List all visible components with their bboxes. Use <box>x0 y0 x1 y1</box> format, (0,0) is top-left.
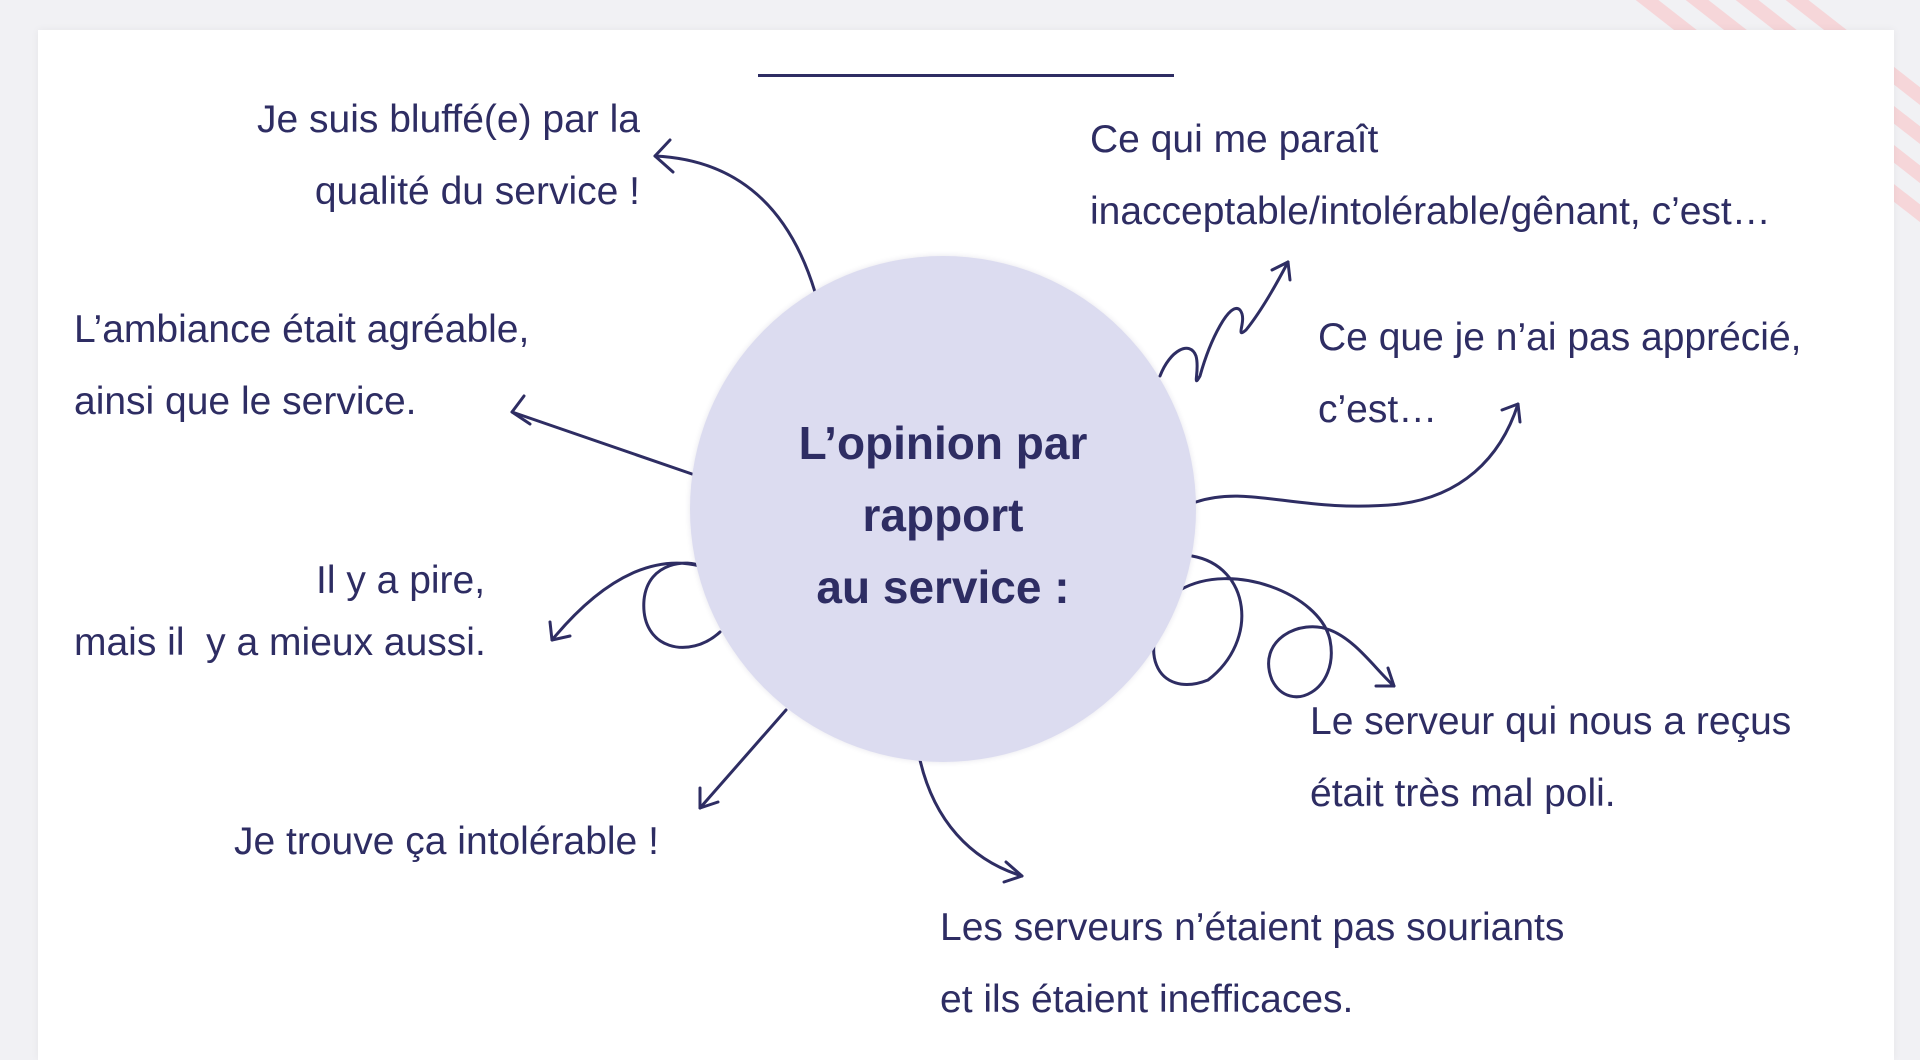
arrow-serveur <box>1152 554 1396 699</box>
title-underline <box>758 74 1174 77</box>
central-topic-circle: L’opinion par rapport au service : <box>690 256 1196 762</box>
opinion-line: Je suis bluffé(e) par la <box>257 98 640 141</box>
central-topic-line: au service : <box>816 561 1070 613</box>
opinion-line: c’est… <box>1318 388 1438 431</box>
arrow-intolerable <box>698 708 788 810</box>
opinion-line: Je trouve ça intolérable ! <box>234 820 659 863</box>
arrow-inacceptable <box>1158 260 1292 383</box>
arrow-pas-apprecie <box>1194 402 1522 508</box>
opinion-line: était très mal poli. <box>1310 772 1616 815</box>
opinion-line: inacceptable/intolérable/gênant, c’est… <box>1090 190 1771 233</box>
opinion-bluffe: Je suis bluffé(e) par la qualité du serv… <box>220 84 640 228</box>
arrow-ambiance <box>510 394 694 476</box>
central-topic-line: rapport <box>862 489 1024 541</box>
central-topic-line: L’opinion par <box>798 417 1088 469</box>
opinion-line: Les serveurs n’étaient pas souriants <box>940 906 1565 949</box>
opinion-line: Il y a pire, <box>316 559 486 602</box>
opinion-pire: Il y a pire, mais il y a mieux aussi. <box>74 550 520 674</box>
opinion-line: mais il y a mieux aussi. <box>74 621 486 664</box>
opinion-line: et ils étaient inefficaces. <box>940 978 1354 1021</box>
opinion-line: Ce qui me paraît <box>1090 118 1379 161</box>
opinion-ambiance: L’ambiance était agréable, ainsi que le … <box>74 294 529 438</box>
opinion-line: L’ambiance était agréable, <box>74 308 530 351</box>
opinion-intolerable: Je trouve ça intolérable ! <box>234 806 659 878</box>
opinion-line: ainsi que le service. <box>74 380 417 423</box>
opinion-line: Ce que je n’ai pas apprécié, <box>1318 316 1802 359</box>
opinion-serveurs: Les serveurs n’étaient pas souriants et … <box>940 892 1564 1036</box>
central-topic-title: L’opinion par rapport au service : <box>799 407 1088 623</box>
opinion-line: Le serveur qui nous a reçus <box>1310 700 1792 743</box>
opinion-line: qualité du service ! <box>314 170 640 213</box>
opinion-serveur: Le serveur qui nous a reçus était très m… <box>1310 686 1791 830</box>
opinion-inacceptable: Ce qui me paraît inacceptable/intolérabl… <box>1090 104 1771 248</box>
arrow-serveurs <box>918 758 1024 884</box>
arrow-pire <box>548 561 722 649</box>
arrow-bluffe <box>653 138 817 294</box>
opinion-pas-apprecie: Ce que je n’ai pas apprécié, c’est… <box>1318 302 1801 446</box>
